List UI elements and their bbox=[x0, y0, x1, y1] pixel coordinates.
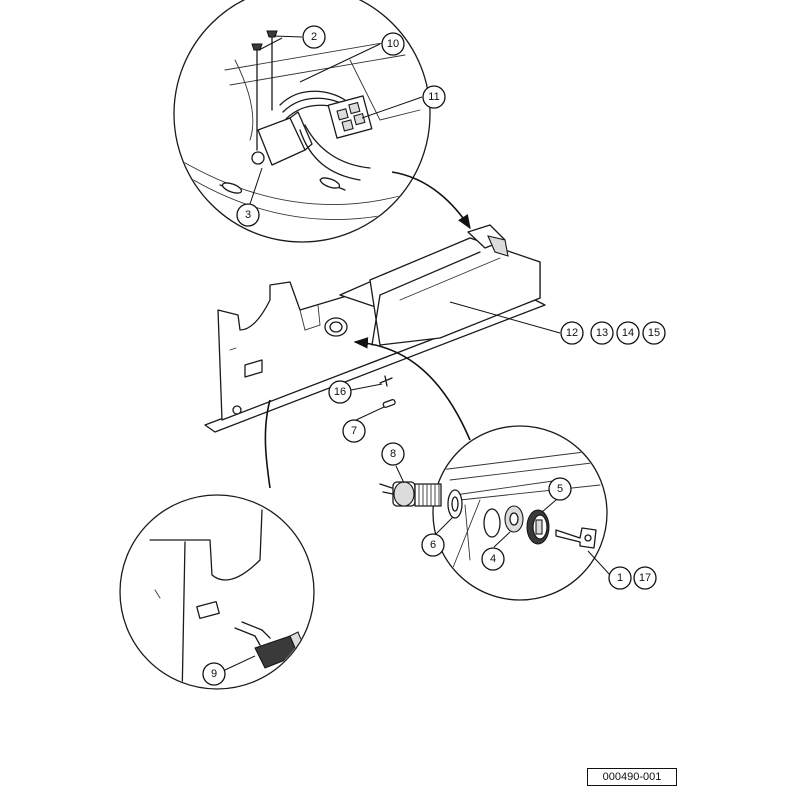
callout-15: 15 bbox=[642, 321, 666, 345]
callout-10: 10 bbox=[381, 32, 405, 56]
svg-text:13: 13 bbox=[596, 327, 608, 339]
callout-14: 14 bbox=[616, 321, 640, 345]
key-1 bbox=[555, 527, 597, 549]
callout-11: 11 bbox=[422, 85, 446, 109]
nut-4 bbox=[504, 505, 524, 533]
svg-text:9: 9 bbox=[211, 668, 217, 680]
leader-lines bbox=[224, 35, 611, 671]
svg-text:16: 16 bbox=[334, 386, 346, 398]
svg-text:7: 7 bbox=[351, 425, 357, 437]
svg-text:2: 2 bbox=[311, 31, 317, 43]
callout-8: 8 bbox=[381, 442, 405, 466]
arrow-keyswitch-to-panel bbox=[353, 337, 471, 441]
arrow-panel-to-light bbox=[264, 399, 271, 489]
e-clip-16 bbox=[379, 375, 393, 387]
keyswitch-8 bbox=[379, 481, 442, 507]
washer-6 bbox=[447, 489, 463, 519]
callout-16: 16 bbox=[328, 380, 352, 404]
screw-2 bbox=[251, 30, 278, 151]
svg-text:1: 1 bbox=[617, 572, 623, 584]
relay-3 bbox=[251, 111, 313, 166]
callout-12: 12 bbox=[560, 321, 584, 345]
bezel-5 bbox=[526, 509, 550, 545]
svg-text:3: 3 bbox=[245, 209, 251, 221]
callout-1: 1 bbox=[608, 566, 632, 590]
svg-text:17: 17 bbox=[639, 572, 651, 584]
top-detail-view bbox=[173, 0, 431, 243]
svg-text:10: 10 bbox=[387, 38, 399, 50]
dash-panel bbox=[204, 224, 546, 433]
callout-13: 13 bbox=[590, 321, 614, 345]
connector-11 bbox=[327, 95, 373, 139]
svg-text:12: 12 bbox=[566, 327, 578, 339]
callout-3: 3 bbox=[236, 203, 260, 227]
svg-text:11: 11 bbox=[428, 91, 439, 103]
pin-7 bbox=[382, 398, 396, 408]
light-detail-view bbox=[119, 494, 315, 690]
callout-4: 4 bbox=[481, 547, 505, 571]
callout-9: 9 bbox=[202, 662, 226, 686]
callout-7: 7 bbox=[342, 419, 366, 443]
svg-text:4: 4 bbox=[490, 553, 496, 565]
figure-id-label: 000490-001 bbox=[587, 768, 677, 786]
svg-text:14: 14 bbox=[622, 327, 634, 339]
callout-17: 17 bbox=[633, 566, 657, 590]
callout-6: 6 bbox=[421, 533, 445, 557]
callout-5: 5 bbox=[548, 477, 572, 501]
callout-2: 2 bbox=[302, 25, 326, 49]
svg-text:5: 5 bbox=[557, 483, 563, 495]
svg-text:15: 15 bbox=[648, 327, 660, 339]
arrow-top-to-dash bbox=[391, 171, 471, 230]
svg-text:8: 8 bbox=[390, 448, 396, 460]
svg-text:6: 6 bbox=[430, 539, 436, 551]
